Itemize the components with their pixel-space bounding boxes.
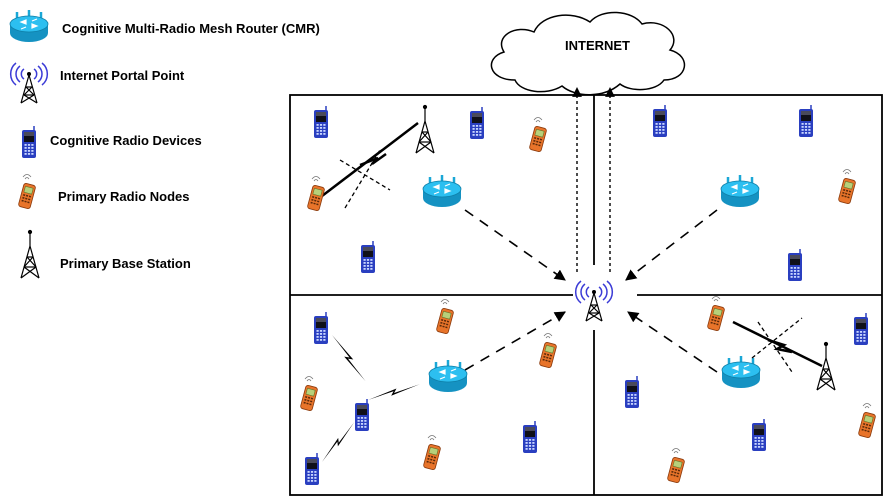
legend-base-station-label: Primary Base Station [60,256,191,271]
router-icon [427,358,469,394]
legend-tower-icon [20,229,40,279]
cr-device-icon [652,104,668,138]
router-portal-links [464,209,718,373]
internet-cloud [490,11,686,96]
cr-device-icon [787,248,803,282]
portal-uplinks [572,87,615,272]
cr-device-icon [313,105,329,139]
legend [8,8,50,279]
cr-device-icon [751,418,767,452]
cr-device-icon [354,398,370,432]
router-icon [421,173,463,209]
primary-node-icon [666,448,686,484]
primary-node-icon [306,176,326,212]
interference-link [321,122,419,209]
base-station-icon [415,104,435,154]
cr-device-icon [798,104,814,138]
primary-node-icon [435,299,455,335]
interference-link [732,317,823,373]
primary-node-icon [538,333,558,369]
legend-cr-device-icon [21,125,37,159]
cr-device-icon [522,420,538,454]
region-grid [289,94,883,496]
cr-device-icon [304,452,320,486]
primary-node-icon [857,403,877,439]
legend-router-label: Cognitive Multi-Radio Mesh Router (CMR) [62,21,320,36]
legend-primary-node-icon [17,174,37,210]
primary-nodes [299,117,877,484]
portal-point-icon [574,280,614,322]
cr-device-icon [313,311,329,345]
primary-node-icon [528,117,548,153]
cr-device-icon [853,312,869,346]
legend-router-icon [8,8,50,44]
cr-device-icon [624,375,640,409]
primary-node-icon [837,169,857,205]
cr-device-icon [360,240,376,274]
legend-primary-node-label: Primary Radio Nodes [58,189,190,204]
primary-node-icon [422,435,442,471]
legend-cr-device-label: Cognitive Radio Devices [50,133,202,148]
router-icon [719,173,761,209]
legend-portal-label: Internet Portal Point [60,68,185,83]
cr-device-icon [469,106,485,140]
wireless-links [320,333,421,464]
primary-node-icon [299,376,319,412]
internet-label: INTERNET [565,38,630,53]
primary-node-icon [706,296,726,332]
router-icon [720,354,762,390]
legend-portal-icon [9,62,49,104]
